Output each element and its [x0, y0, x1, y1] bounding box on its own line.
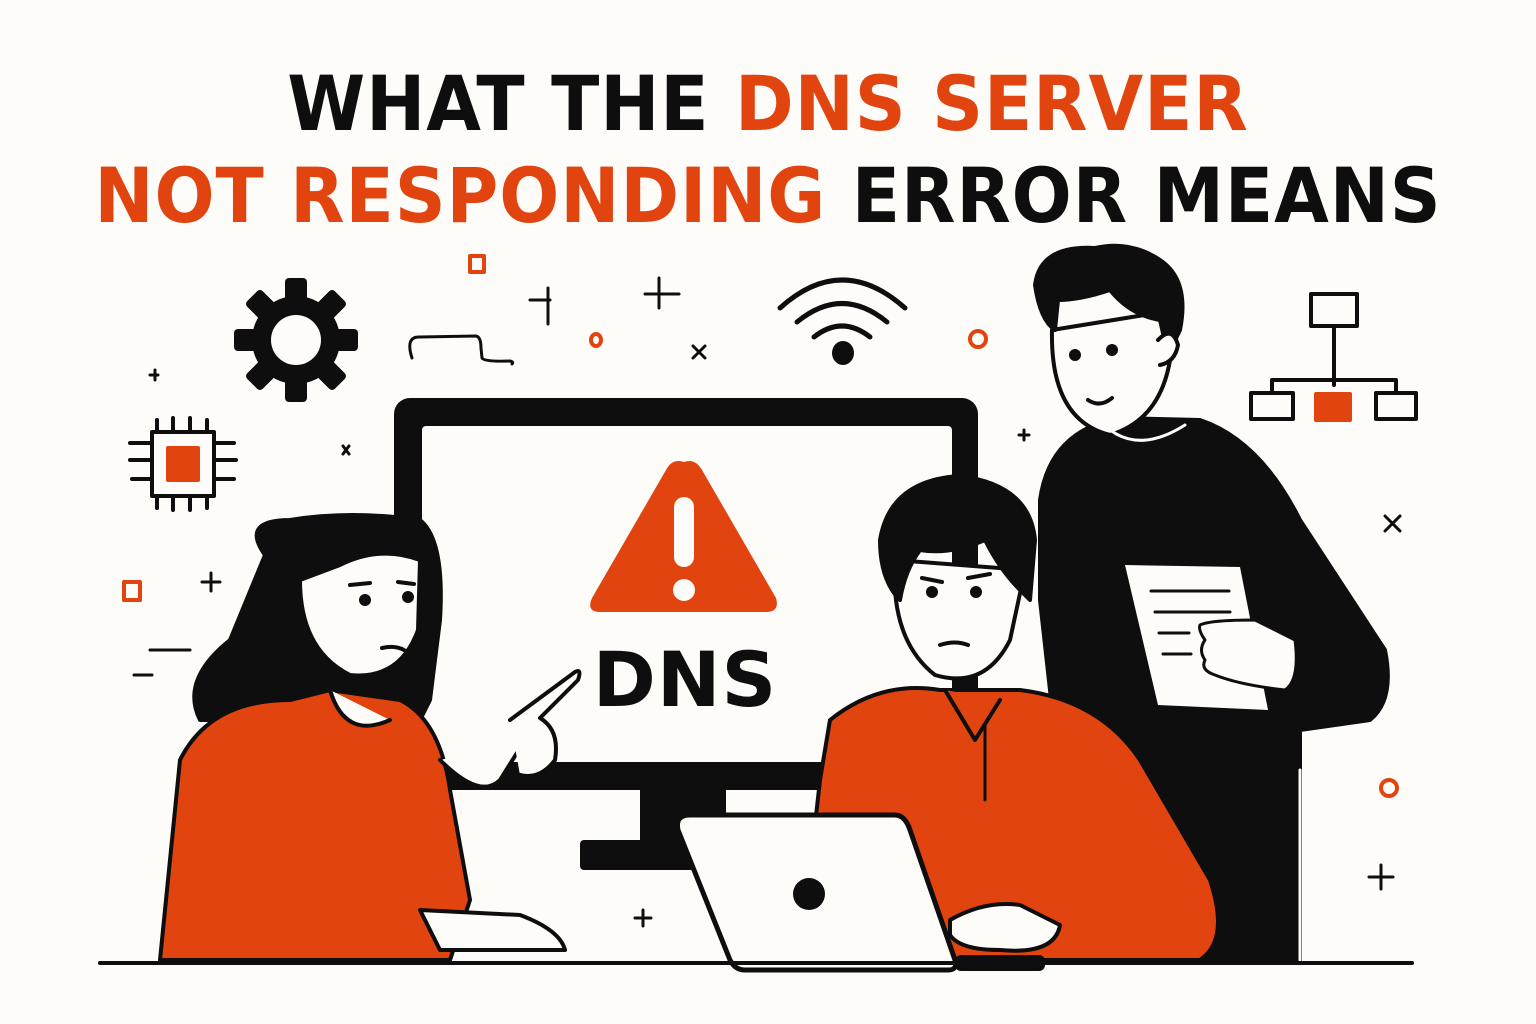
headline-text: ERROR MEANS	[826, 151, 1442, 240]
cpu-chip-icon	[128, 416, 238, 512]
network-hierarchy-icon	[1249, 292, 1418, 422]
dns-label: DNS	[592, 635, 778, 724]
person-seated-woman	[158, 513, 582, 962]
decorative-accents	[122, 254, 1399, 798]
headline-text: WHAT THE	[287, 59, 736, 148]
decorative-marks	[132, 276, 1402, 928]
headline-text-accent: DNS SERVER	[735, 59, 1249, 148]
headline-line-2: NOT RESPONDING ERROR MEANS	[54, 150, 1482, 242]
headline: WHAT THE DNS SERVER NOT RESPONDING ERROR…	[54, 58, 1482, 242]
warning-triangle-icon	[590, 461, 777, 612]
headline-text-accent: NOT RESPONDING	[94, 151, 827, 240]
gear-icon	[234, 278, 358, 402]
wifi-icon	[777, 277, 908, 365]
headline-line-1: WHAT THE DNS SERVER	[54, 58, 1482, 150]
document-icon	[1125, 565, 1298, 710]
